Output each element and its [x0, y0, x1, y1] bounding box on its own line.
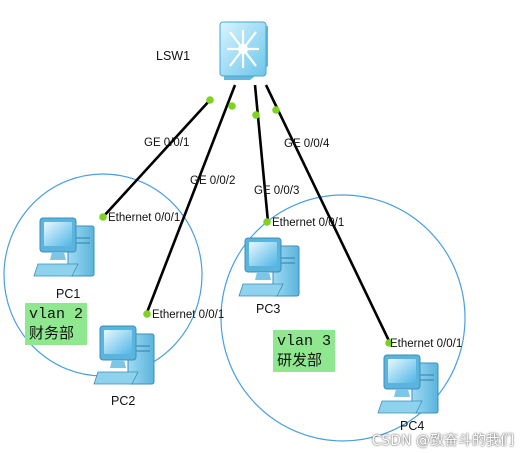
port-dot — [206, 96, 214, 104]
pc1-icon[interactable] — [33, 217, 95, 277]
switch-port-label-4: GE 0/0/4 — [284, 138, 330, 150]
port-dot — [99, 213, 107, 221]
switch-port-label-2: GE 0/0/2 — [190, 175, 235, 187]
watermark: CSDN @致奋斗的我们 — [371, 433, 514, 449]
pc2-icon[interactable] — [93, 325, 155, 385]
link-pc4 — [264, 84, 392, 344]
port-dot — [272, 106, 280, 114]
port-dot — [263, 218, 271, 226]
vlan3-dept: 研发部 — [277, 351, 323, 369]
port-dot — [385, 339, 393, 347]
switch-label: LSW1 — [156, 49, 190, 63]
pc2-label: PC2 — [111, 394, 135, 408]
pc1-port-label: Ethernet 0/0/1 — [108, 212, 180, 224]
pc4-port-label: Ethernet 0/0/1 — [390, 338, 462, 350]
vlan3-id: vlan 3 — [277, 333, 332, 350]
vlan2-dept: 财务部 — [29, 324, 75, 342]
port-dot — [228, 102, 236, 110]
link-pc3 — [253, 84, 270, 223]
pc4-icon[interactable] — [377, 354, 439, 414]
port-dot — [252, 111, 260, 119]
link-pc2 — [144, 84, 237, 316]
link-pc1 — [102, 99, 211, 218]
pc3-icon[interactable] — [238, 237, 300, 297]
pc4-label: PC4 — [400, 419, 424, 433]
vlan3-circle — [220, 194, 466, 442]
vlan3-label-box: vlan 3 研发部 — [273, 330, 336, 372]
switch-port-label-1: GE 0/0/1 — [144, 137, 189, 149]
vlan2-id: vlan 2 — [29, 306, 84, 323]
switch-port-label-3: GE 0/0/3 — [254, 185, 299, 197]
vlan2-label-box: vlan 2 财务部 — [25, 303, 88, 345]
pc3-label: PC3 — [256, 302, 280, 316]
pc1-label: PC1 — [56, 287, 80, 301]
pc3-port-label: Ethernet 0/0/1 — [272, 217, 344, 229]
pc2-port-label: Ethernet 0/0/1 — [152, 309, 224, 321]
port-dot — [143, 310, 151, 318]
port-dots — [99, 96, 393, 347]
switch-icon[interactable] — [219, 21, 268, 80]
